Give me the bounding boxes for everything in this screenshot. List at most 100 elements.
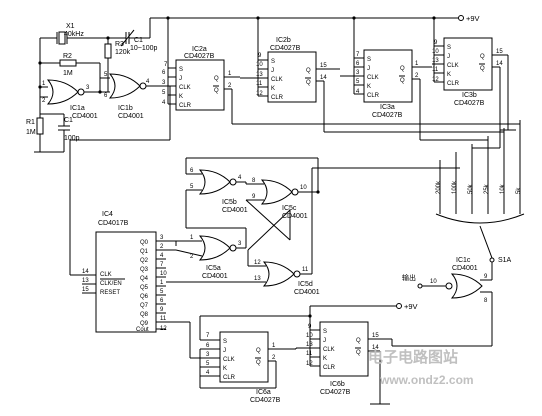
svg-text:9: 9 (160, 307, 164, 313)
svg-text:CLK: CLK (323, 347, 335, 353)
ic5b-type: CD4001 (222, 207, 248, 214)
svg-text:11: 11 (432, 67, 439, 73)
ic1c-ref: IC1c (456, 257, 471, 264)
svg-text:9: 9 (484, 274, 488, 280)
svg-text:Q5: Q5 (140, 285, 149, 291)
svg-text:3: 3 (162, 80, 166, 86)
svg-text:15: 15 (372, 333, 379, 339)
svg-text:15: 15 (320, 63, 327, 69)
svg-text:11: 11 (306, 351, 313, 357)
flipflop-ic3b: S J CLK K CLR Q Q IC3b CD4027B 9 10 13 1… (432, 37, 508, 107)
svg-text:Q: Q (356, 338, 361, 344)
svg-text:CLR: CLR (447, 81, 460, 87)
svg-text:S: S (447, 45, 451, 51)
r3-ref: R3 (115, 41, 124, 48)
svg-text:S: S (367, 57, 371, 63)
svg-text:10: 10 (160, 271, 167, 277)
svg-text:12: 12 (254, 260, 261, 266)
svg-text:15: 15 (496, 49, 503, 55)
ic2a-ref: IC2a (192, 46, 207, 53)
output-label: 输出 (402, 273, 416, 282)
flipflop-ic6a: S J CLK K CLR Q Q IC6a CD4027B 7 6 3 5 4… (190, 331, 296, 404)
svg-text:J: J (271, 68, 274, 74)
svg-text:Q0: Q0 (140, 240, 149, 246)
supply-terminal-icon (458, 15, 464, 21)
svg-text:14: 14 (82, 269, 89, 275)
svg-text:5: 5 (190, 184, 194, 190)
svg-text:4: 4 (146, 79, 150, 85)
ic4-clock-wiring (69, 86, 177, 276)
svg-text:1: 1 (415, 61, 419, 67)
gate-ic5b: 6 5 4 IC5b CD4001 (186, 168, 248, 214)
ic2b-ref: IC2b (276, 37, 291, 44)
flipflop-ic2b: S J CLK K CLR Q Q IC2b CD4027B 9 10 13 1… (240, 37, 340, 103)
svg-text:8: 8 (484, 298, 488, 304)
r1-value: 1M (26, 129, 36, 136)
output-terminal-icon (417, 283, 423, 289)
svg-text:Q9: Q9 (140, 321, 149, 327)
supply-mid-label: +9V (404, 302, 418, 311)
svg-text:2: 2 (190, 254, 194, 260)
svg-text:10: 10 (300, 185, 307, 191)
latch-cross-wiring (185, 157, 460, 274)
svg-text:4: 4 (238, 175, 242, 181)
ic4-type: CD4017B (98, 220, 129, 227)
svg-text:10: 10 (430, 279, 437, 285)
svg-text:12: 12 (160, 326, 167, 332)
svg-text:K: K (271, 86, 275, 92)
svg-text:1: 1 (160, 280, 164, 286)
svg-text:13: 13 (432, 58, 439, 64)
ic5d-type: CD4001 (294, 289, 320, 296)
crystal-freq: 40kHz (64, 31, 84, 38)
c1-value: 10~100p (130, 45, 158, 52)
svg-text:11: 11 (256, 81, 263, 87)
svg-text:Q8: Q8 (140, 312, 149, 318)
svg-text:Q3: Q3 (140, 267, 149, 273)
ic3b-type: CD4027B (454, 100, 485, 107)
r1-ref: R1 (26, 119, 35, 126)
svg-text:4: 4 (206, 370, 210, 376)
gate-ic1c: 9 8 10 IC1c CD4001 输出 (402, 257, 493, 346)
svg-text:Cout: Cout (136, 327, 149, 333)
ic6a-type: CD4027B (250, 397, 281, 404)
ic4-ref: IC4 (102, 211, 113, 218)
ic5a-type: CD4001 (202, 273, 228, 280)
svg-text:15: 15 (82, 287, 89, 293)
ic6a-ref: IC6a (256, 389, 271, 396)
flipflop-ic3a: S J CLK K CLR Q Q IC3a CD4027B 7 6 3 5 4… (340, 49, 432, 119)
watermark-cn: 电子电路图站 (368, 348, 458, 366)
svg-text:CLK: CLK (447, 63, 459, 69)
svg-text:3: 3 (238, 241, 242, 247)
svg-text:2: 2 (42, 98, 46, 104)
svg-text:Q: Q (256, 360, 261, 366)
gate-ic1a: 1 2 3 IC1a CD4001 (42, 79, 100, 120)
ic5a-ref: IC5a (206, 265, 221, 272)
resistor-r3: R3 120k (104, 38, 131, 72)
svg-text:5: 5 (160, 289, 164, 295)
svg-text:4: 4 (160, 253, 164, 259)
ic5b-ref: IC5b (222, 199, 237, 206)
svg-text:100k: 100k (452, 180, 458, 194)
bottom-chain-wiring (166, 306, 492, 405)
svg-text:Q4: Q4 (140, 276, 149, 282)
c1b-ref: C1 (64, 117, 73, 124)
svg-text:10k: 10k (500, 183, 506, 194)
svg-text:10: 10 (432, 49, 439, 55)
svg-text:2: 2 (160, 244, 164, 250)
svg-text:13: 13 (254, 276, 261, 282)
svg-text:Q: Q (214, 88, 219, 94)
svg-text:5: 5 (356, 79, 360, 85)
svg-text:Q: Q (480, 66, 485, 72)
svg-text:7: 7 (160, 262, 164, 268)
watermark: 电子电路图站 www.ondz2.com (368, 348, 474, 387)
svg-text:1: 1 (42, 81, 46, 87)
svg-text:K: K (323, 356, 327, 362)
ic6b-type: CD4027B (320, 389, 351, 396)
svg-text:5: 5 (206, 361, 210, 367)
svg-text:14: 14 (320, 75, 327, 81)
svg-text:9: 9 (252, 194, 256, 200)
svg-text:11: 11 (302, 267, 309, 273)
svg-text:7: 7 (164, 62, 168, 68)
svg-text:J: J (367, 66, 370, 72)
